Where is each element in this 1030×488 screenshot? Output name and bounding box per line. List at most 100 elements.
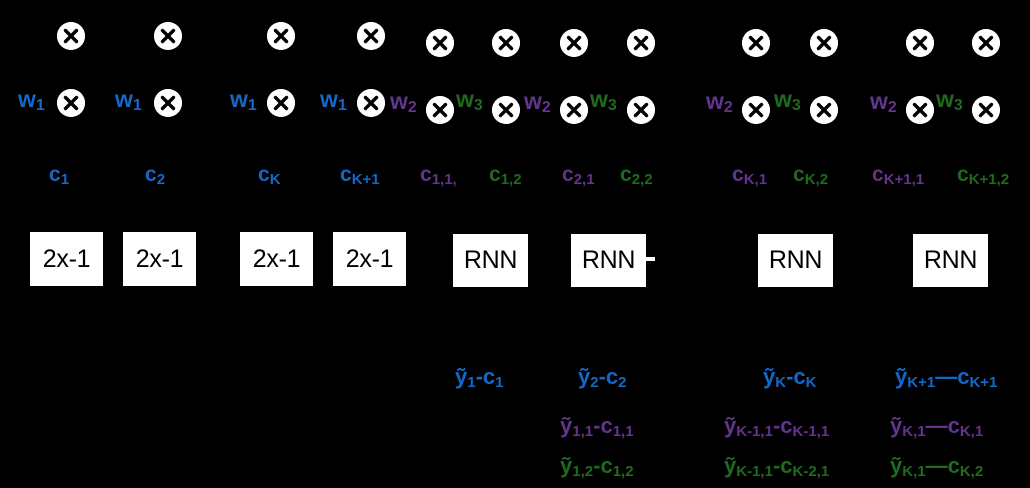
prediction-subscript: K: [775, 374, 787, 391]
target-symbol: c: [947, 453, 960, 478]
prediction-symbol: ỹ: [724, 453, 737, 478]
weight-subscript: 3: [953, 97, 963, 114]
prediction-subscript: 2: [590, 374, 599, 391]
weight-label: w2: [870, 90, 897, 116]
prediction-subscript: 1,2: [572, 463, 594, 480]
weight-subscript: 3: [473, 97, 483, 114]
multiply-node-icon: [57, 89, 85, 117]
context-subscript: 1: [60, 171, 70, 188]
prediction-symbol: ỹ: [763, 364, 776, 389]
multiply-node-icon: [972, 29, 1000, 57]
residual-label: ỹK-1,1-cK-1,1: [724, 413, 829, 440]
context-label: c2,1: [562, 164, 595, 188]
context-subscript: K,2: [804, 171, 829, 188]
weight-subscript: 3: [607, 97, 617, 114]
minus-operator: -: [598, 364, 606, 389]
multiply-node-icon: [560, 29, 588, 57]
context-label: cK+1: [340, 164, 380, 187]
residual-label: ỹ1,1-c1,1: [560, 415, 634, 440]
multiply-node-icon: [267, 89, 295, 117]
residual-label: ỹK-cK: [763, 364, 817, 391]
weight-symbol: w: [706, 88, 724, 114]
weight-symbol: w: [524, 88, 542, 114]
weight-symbol: w: [590, 86, 608, 112]
weight-subscript: 1: [247, 97, 257, 114]
prediction-subscript: K-1,1: [736, 423, 773, 440]
context-subscript: K: [269, 171, 281, 188]
multiply-node-icon: [57, 22, 85, 50]
minus-operator: —: [925, 413, 948, 438]
target-symbol: c: [482, 364, 496, 389]
weight-label: w2: [390, 88, 417, 116]
minus-operator: —: [925, 453, 948, 478]
multiply-node-icon: [627, 29, 655, 57]
context-symbol: c: [489, 163, 501, 186]
target-subscript: K-2,1: [792, 463, 830, 480]
weight-subscript: 1: [35, 97, 45, 114]
context-subscript: 2: [156, 171, 166, 188]
context-symbol: c: [957, 163, 969, 186]
weight-subscript: 2: [407, 99, 417, 116]
multiply-node-icon: [906, 96, 934, 124]
context-symbol: c: [620, 163, 632, 186]
context-symbol: c: [49, 163, 61, 186]
target-subscript: 1,2: [612, 463, 634, 480]
multiply-node-icon: [492, 96, 520, 124]
context-subscript: 1,1,: [431, 171, 457, 188]
multiply-node-icon: [906, 29, 934, 57]
minus-operator: -: [772, 413, 781, 438]
multiply-node-icon: [357, 22, 385, 50]
context-symbol: c: [258, 163, 270, 186]
multiply-node-icon: [426, 29, 454, 57]
context-subscript: 2,1: [573, 171, 595, 188]
context-label: cK: [258, 163, 281, 188]
context-subscript: 2,2: [631, 171, 653, 188]
context-symbol: c: [872, 163, 884, 186]
context-subscript: K+1,1: [883, 171, 925, 188]
prediction-symbol: ỹ: [455, 364, 468, 389]
weight-label: w3: [936, 86, 963, 114]
weight-subscript: 2: [887, 99, 897, 116]
weight-symbol: w: [936, 86, 954, 112]
context-subscript: K+1,2: [968, 171, 1010, 188]
weight-subscript: 1: [337, 97, 347, 114]
context-symbol: c: [420, 163, 432, 186]
context-label: c1,2: [489, 163, 522, 187]
weight-label: w2: [524, 88, 551, 116]
multiply-node-icon: [742, 29, 770, 57]
multiply-node-icon: [972, 96, 1000, 124]
prediction-subscript: K+1: [907, 374, 936, 391]
multiply-node-icon: [627, 96, 655, 124]
target-symbol: c: [600, 453, 613, 478]
minus-operator: —: [935, 364, 958, 389]
weight-symbol: w: [390, 88, 408, 114]
weight-label: w3: [774, 88, 801, 114]
weight-subscript: 3: [791, 97, 801, 114]
connector-tick: [646, 257, 655, 261]
weight-symbol: w: [18, 86, 36, 112]
weight-symbol: w: [230, 86, 248, 112]
prediction-symbol: ỹ: [560, 453, 573, 478]
context-symbol: c: [732, 163, 744, 186]
residual-label: ỹK-1,1-cK-2,1: [724, 453, 830, 480]
weight-label: w3: [590, 86, 617, 114]
multiply-node-icon: [742, 96, 770, 124]
residual-label: ỹ1,2-c1,2: [560, 453, 634, 480]
multiply-node-icon: [154, 22, 182, 50]
processing-unit-box: RNN: [571, 234, 646, 287]
residual-label: ỹ2-c2: [578, 364, 627, 391]
multiply-node-icon: [426, 96, 454, 124]
context-label: c1,1,: [420, 163, 457, 188]
multiply-node-icon: [492, 29, 520, 57]
multiply-node-icon: [810, 29, 838, 57]
residual-label: ỹ1-c1: [455, 364, 504, 391]
context-label: cK,1: [732, 163, 768, 188]
prediction-subscript: 1,1: [572, 423, 594, 440]
context-label: cK+1,2: [957, 163, 1010, 188]
target-subscript: K: [805, 374, 817, 391]
multiply-node-icon: [560, 96, 588, 124]
context-subscript: K,1: [743, 171, 768, 188]
prediction-symbol: ỹ: [890, 453, 903, 478]
minus-operator: -: [593, 453, 601, 478]
